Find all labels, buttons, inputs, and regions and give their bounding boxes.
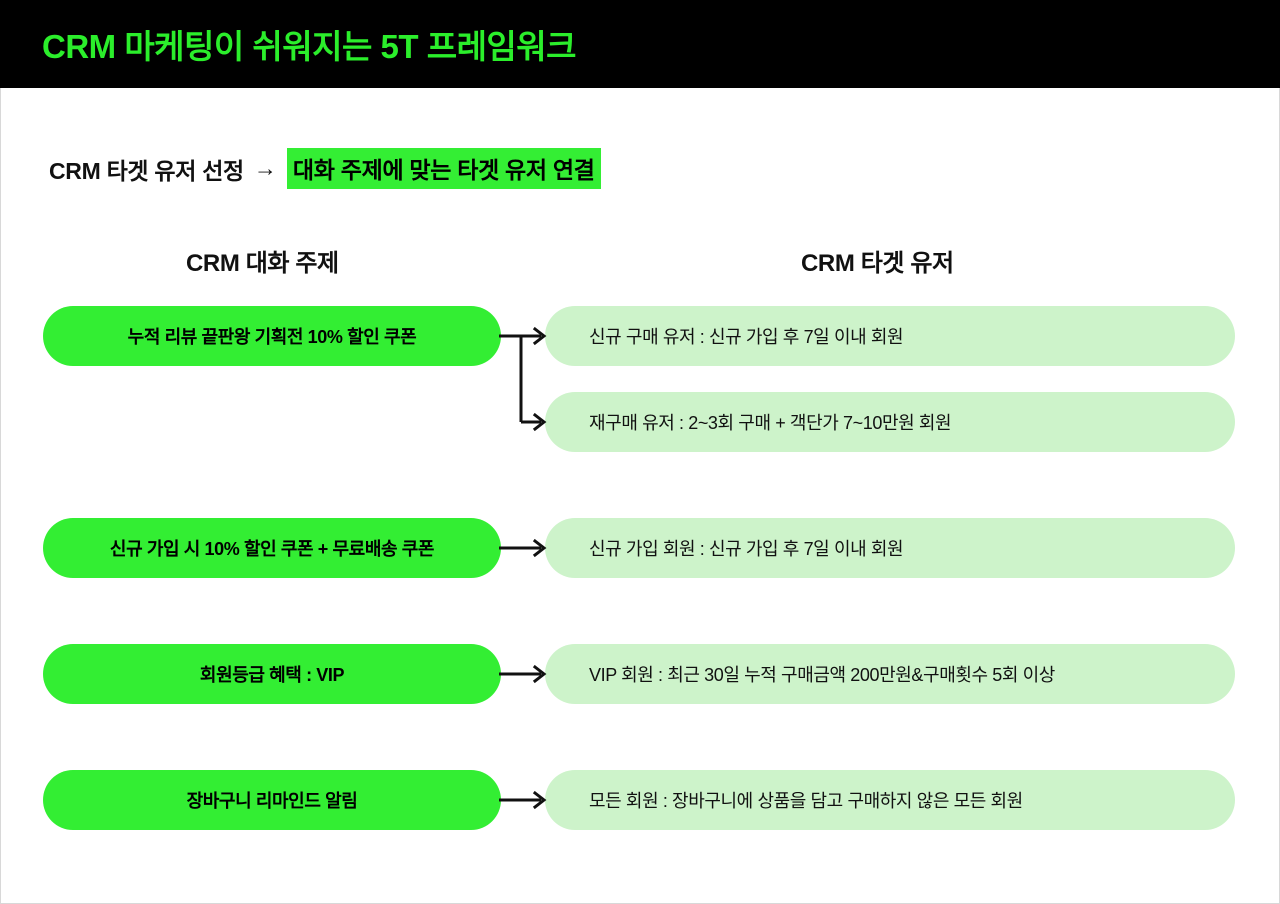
straight-arrow-connector bbox=[499, 644, 551, 704]
subtitle: CRM 타겟 유저 선정 → 대화 주제에 맞는 타겟 유저 연결 bbox=[49, 148, 601, 189]
right-arrow-icon: → bbox=[253, 155, 277, 181]
page-title: CRM 마케팅이 쉬워지는 5T 프레임워크 bbox=[42, 28, 577, 65]
target-pill[interactable]: 신규 구매 유저 : 신규 가입 후 7일 이내 회원 bbox=[545, 306, 1235, 366]
straight-arrow-connector bbox=[499, 518, 551, 578]
column-heading-topics: CRM 대화 주제 bbox=[186, 250, 339, 277]
target-pill[interactable]: 재구매 유저 : 2~3회 구매 + 객단가 7~10만원 회원 bbox=[545, 392, 1235, 452]
header-band: CRM 마케팅이 쉬워지는 5T 프레임워크 bbox=[0, 0, 1280, 88]
target-pill[interactable]: 모든 회원 : 장바구니에 상품을 담고 구매하지 않은 모든 회원 bbox=[545, 770, 1235, 830]
flow-diagram: 누적 리뷰 끝판왕 기획전 10% 할인 쿠폰 신규 구매 유저 : 신규 가입… bbox=[1, 88, 1279, 902]
branch-connector bbox=[499, 306, 551, 456]
topic-pill[interactable]: 회원등급 혜택 : VIP bbox=[43, 644, 501, 704]
topic-pill[interactable]: 장바구니 리마인드 알림 bbox=[43, 770, 501, 830]
subtitle-highlight-text: 대화 주제에 맞는 타겟 유저 연결 bbox=[286, 148, 601, 189]
target-pill[interactable]: 신규 가입 회원 : 신규 가입 후 7일 이내 회원 bbox=[545, 518, 1235, 578]
content-area: CRM 타겟 유저 선정 → 대화 주제에 맞는 타겟 유저 연결 CRM 대화… bbox=[0, 88, 1280, 904]
column-heading-targets: CRM 타겟 유저 bbox=[801, 250, 954, 277]
target-pill[interactable]: VIP 회원 : 최근 30일 누적 구매금액 200만원&구매횟수 5회 이상 bbox=[545, 644, 1235, 704]
subtitle-plain-text: CRM 타겟 유저 선정 bbox=[49, 157, 244, 184]
topic-pill[interactable]: 누적 리뷰 끝판왕 기획전 10% 할인 쿠폰 bbox=[43, 306, 501, 366]
straight-arrow-connector bbox=[499, 770, 551, 830]
topic-pill[interactable]: 신규 가입 시 10% 할인 쿠폰 + 무료배송 쿠폰 bbox=[43, 518, 501, 578]
